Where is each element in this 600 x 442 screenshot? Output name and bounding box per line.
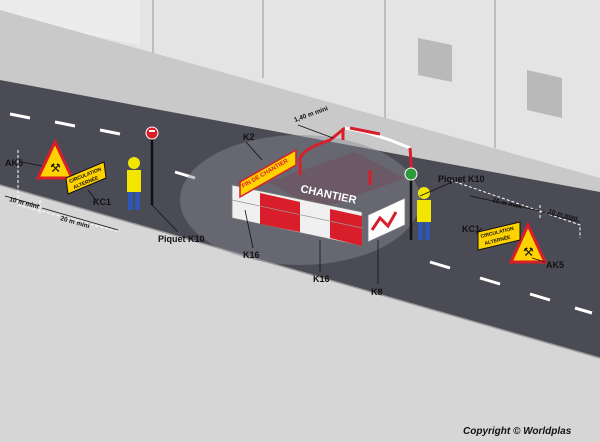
worker-right	[417, 187, 431, 240]
leader-lines	[21, 141, 546, 284]
kc1-sign-right: CIRCULATION ALTERNÉE	[477, 221, 521, 251]
label-ak5-right: AK5	[546, 260, 564, 270]
label-ak5-left: AK5	[5, 158, 23, 168]
copyright: Copyright © Worldplas	[463, 426, 572, 437]
window	[527, 70, 562, 118]
building-wall	[0, 0, 600, 178]
red-white-barriers	[298, 126, 414, 185]
svg-text:⚒: ⚒	[50, 161, 61, 175]
k16-barrier-blocks	[231, 184, 363, 247]
label-kc1-left: KC1	[93, 197, 111, 207]
lane-markings	[9, 112, 593, 315]
k8-chevron-board	[367, 197, 406, 243]
ak5-sign-left: ⚒	[35, 138, 75, 180]
label-k16-left: K16	[243, 250, 260, 260]
label-k16-mid: K16	[313, 274, 330, 284]
kc1-sign-left: CIRCULATION ALTERNÉE	[65, 161, 107, 195]
label-piquet-right: Piquet K10	[438, 174, 485, 184]
label-k8: K8	[371, 287, 383, 297]
svg-text:⚒: ⚒	[523, 245, 534, 259]
worker-left	[127, 157, 141, 210]
label-piquet-left: Piquet K10	[158, 234, 205, 244]
dimension-arrows	[4, 124, 581, 231]
ak5-sign-right: ⚒	[508, 221, 548, 264]
label-k2: K2	[243, 132, 255, 142]
far-sidewalk	[0, 10, 600, 192]
piquet-k10-left	[145, 126, 159, 205]
near-sidewalk	[0, 185, 600, 442]
distance-zones	[17, 150, 581, 238]
piquet-k10-right	[404, 167, 418, 240]
excavation-area	[268, 152, 405, 210]
window	[418, 38, 452, 82]
label-kc1-right: KC1	[462, 224, 480, 234]
